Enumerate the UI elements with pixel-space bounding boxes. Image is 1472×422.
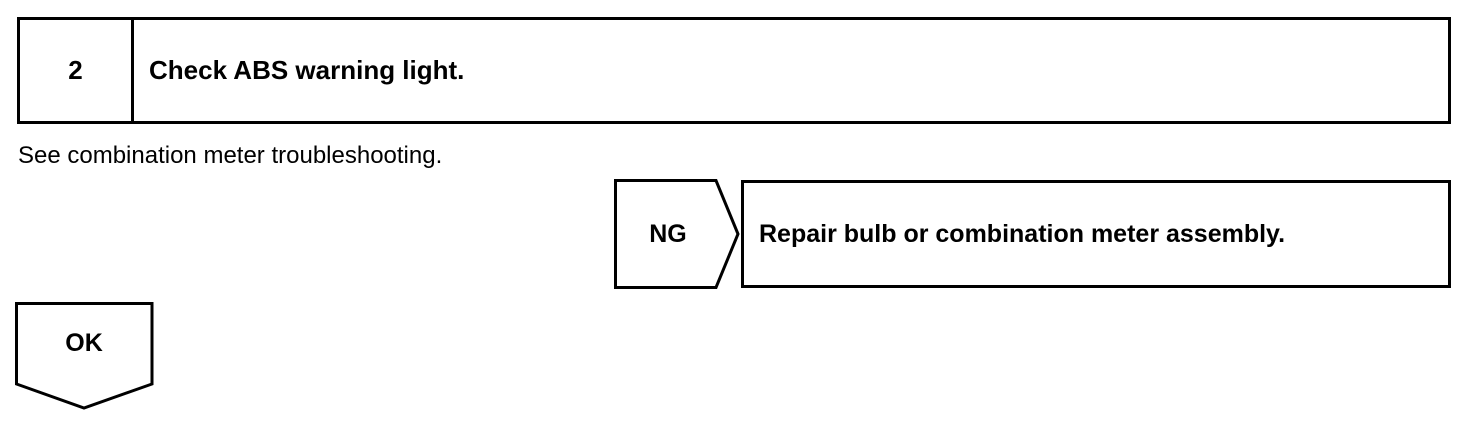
instruction-text: See combination meter troubleshooting. bbox=[18, 142, 443, 169]
ok-label: OK bbox=[65, 328, 103, 357]
ng-action-box: Repair bulb or combination meter assembl… bbox=[741, 180, 1451, 288]
step-number: 2 bbox=[20, 20, 134, 121]
ok-arrow-shape bbox=[15, 302, 154, 410]
step-title: Check ABS warning light. bbox=[149, 55, 465, 85]
ng-label: NG bbox=[649, 219, 687, 248]
step-header: 2 Check ABS warning light. bbox=[17, 17, 1451, 124]
ng-arrow-shape bbox=[614, 179, 740, 289]
